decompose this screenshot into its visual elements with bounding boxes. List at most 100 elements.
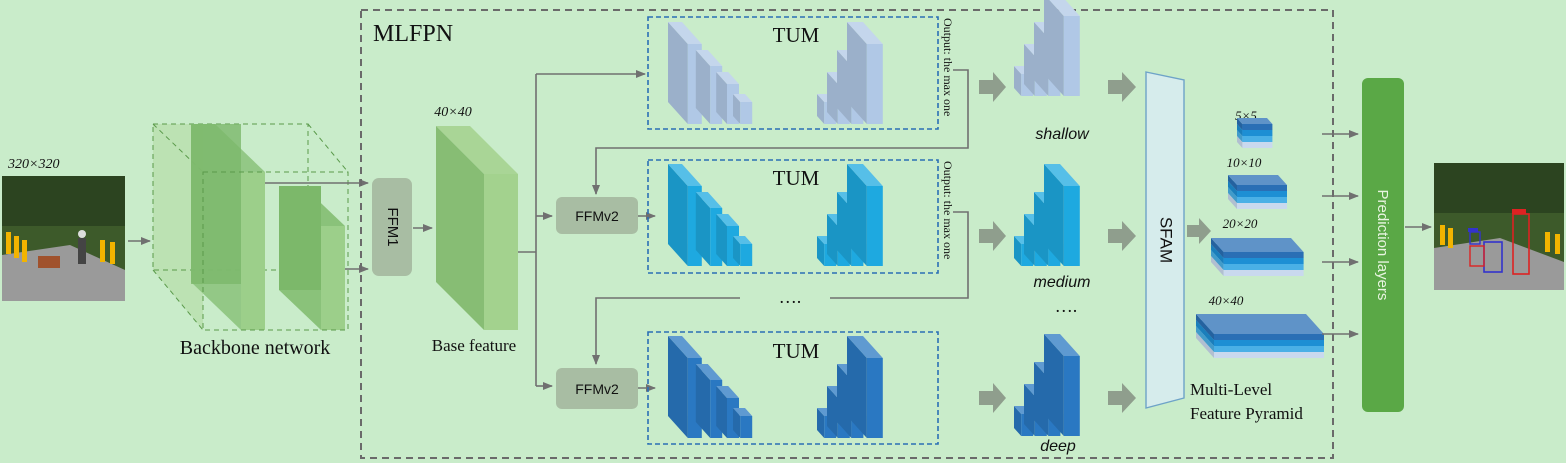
ffmv2-block [556, 368, 638, 409]
layer-side [1044, 0, 1064, 96]
pyramid-level-label: 40×40 [1209, 293, 1244, 308]
tum-box-deep [647, 331, 939, 445]
tum-encoder-layer [733, 94, 753, 124]
tum-medium-layers [668, 164, 883, 266]
tum-encoder-layer [668, 22, 702, 124]
layer-side [827, 72, 838, 124]
pyramid-label-line1: Multi-Level [1190, 380, 1272, 399]
layer-top [716, 214, 739, 226]
layer-side [1211, 238, 1224, 258]
layer-top [716, 386, 739, 398]
outputs-ellipsis: …. [1055, 296, 1078, 316]
layer-top [733, 94, 753, 102]
layer-side [1237, 130, 1243, 142]
layer-side [847, 22, 867, 124]
tum-decoder-layer [847, 22, 883, 124]
layer-side [695, 192, 711, 266]
layer-side [1237, 124, 1243, 136]
flow-arrows [979, 72, 1211, 413]
mlfpn-title: MLFPN [373, 21, 453, 47]
middle-ellipsis: …. [779, 287, 802, 307]
layer-front [1214, 346, 1324, 352]
layer-side [668, 22, 688, 124]
sfam-block [1145, 71, 1185, 409]
pyramid-level-label: 20×20 [1223, 216, 1258, 231]
tum-decoder-layer [1044, 334, 1080, 436]
tum-output-note: Output: the max one [941, 18, 955, 116]
layer-top [733, 236, 753, 244]
pyramid-slab-layer [1228, 175, 1287, 191]
base-feature-size-label: 40×40 [434, 105, 471, 120]
layer-top [1228, 175, 1287, 185]
prediction-layers-block [1362, 78, 1404, 412]
layer-top [695, 50, 723, 66]
layer-side [1228, 175, 1237, 191]
layer-side [1044, 164, 1064, 266]
shallow-label: shallow [1035, 126, 1090, 143]
layer-front [740, 102, 753, 124]
medium-output-stack [1014, 164, 1080, 266]
layer-side [1044, 334, 1064, 436]
layer-side [1211, 244, 1224, 264]
pyramid-slab-layer [1211, 238, 1304, 258]
layer-front [1242, 124, 1273, 130]
layer-front [866, 44, 883, 124]
layer-front [1223, 252, 1304, 258]
layer-front [1063, 16, 1080, 96]
shallow-output-stack [1014, 0, 1080, 96]
tum-label: TUM [773, 166, 820, 190]
layer-side [847, 164, 867, 266]
backbone-label: Backbone network [180, 337, 331, 359]
layer-top [847, 164, 883, 186]
tum-shallow-layers [668, 22, 883, 124]
base-feature-block [436, 126, 518, 330]
tum-decoder-layer [847, 164, 883, 266]
pyramid-slab-layer [1237, 118, 1273, 130]
multi-level-feature-pyramid [1196, 118, 1324, 358]
layer-top [733, 408, 753, 416]
medium-label: medium [1034, 274, 1091, 291]
mlfpn-container [360, 9, 1334, 459]
layer-side [716, 72, 727, 124]
layer-front [1214, 334, 1324, 340]
layer-front [1237, 191, 1287, 197]
prediction-layers-label: Prediction layers [1374, 190, 1391, 301]
layer-side [1196, 314, 1214, 340]
layer-side [827, 386, 838, 438]
layer-front [740, 244, 753, 266]
layer-side [1196, 332, 1214, 358]
tum-encoder-layer [733, 236, 753, 266]
layer-side [1228, 193, 1237, 209]
layer-top [716, 72, 739, 84]
ffmv2-label: FFMv2 [575, 208, 619, 224]
layer-top [1211, 238, 1304, 252]
layer-side [1237, 118, 1243, 130]
layer-front [866, 358, 883, 438]
layer-top [1049, 0, 1080, 16]
layer-top [668, 22, 702, 44]
layer-side [716, 386, 727, 438]
layer-side [1014, 66, 1022, 96]
layer-side [668, 164, 688, 266]
pyramid-label-line2: Feature Pyramid [1190, 404, 1303, 423]
tum-decoder-layer [1044, 164, 1080, 266]
layer-top [668, 164, 702, 186]
layer-front [740, 416, 753, 438]
tum-output-note: Output: the max one [941, 161, 955, 259]
layer-side [695, 364, 711, 438]
layer-side [1196, 326, 1214, 352]
ffm1-label: FFM1 [384, 207, 401, 246]
tum-box-shallow [647, 16, 939, 130]
layer-side [1211, 250, 1224, 270]
ffm1-block [372, 178, 412, 276]
tum-decoder-layer [1044, 0, 1080, 96]
layer-top [847, 336, 883, 358]
layer-front [1214, 352, 1324, 358]
layer-side [1024, 384, 1035, 436]
tum-decoder-layer [847, 336, 883, 438]
layer-top [847, 22, 883, 44]
layer-front [1223, 270, 1304, 276]
layer-side [1228, 181, 1237, 197]
base-feature-label: Base feature [432, 336, 516, 355]
layer-top [668, 336, 702, 358]
